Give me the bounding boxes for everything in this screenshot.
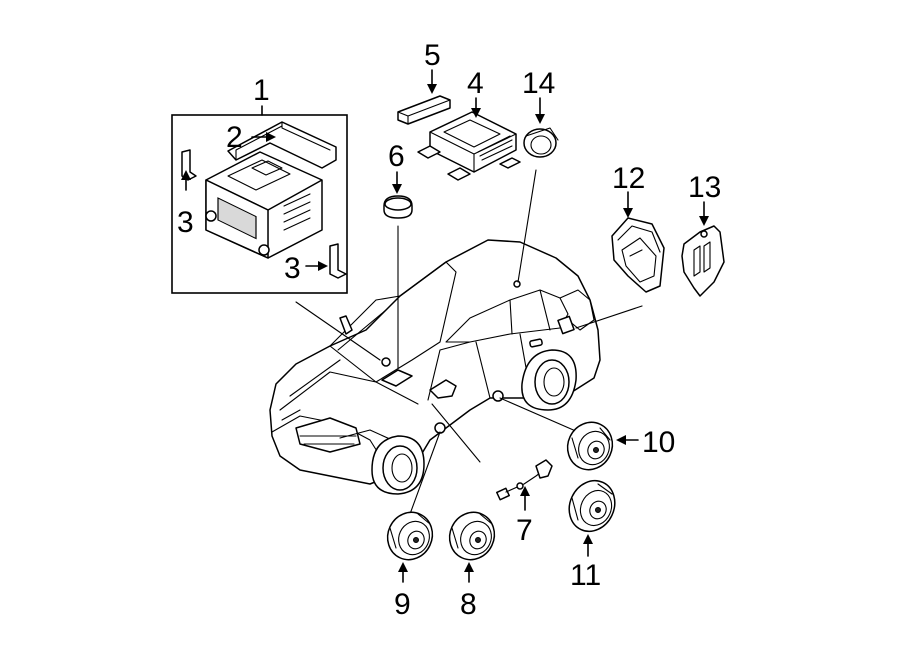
callout-5: 5 [424, 39, 441, 72]
speaker-housing [611, 217, 665, 293]
sunload-sensor [383, 195, 413, 219]
side-bracket-right [329, 243, 347, 279]
callout-9: 9 [394, 588, 411, 621]
vehicle-body [269, 239, 601, 495]
callout-10-arrowhead [616, 435, 626, 445]
rear-door-speaker-11 [568, 479, 616, 533]
callout-12: 12 [612, 162, 645, 195]
callout-6-arrowhead [392, 184, 402, 194]
leader-front-door-speaker [409, 431, 441, 515]
callout-7: 7 [516, 514, 533, 547]
front-door-speaker-9 [386, 511, 434, 561]
callout-3a: 3 [177, 206, 194, 239]
radio-head-unit [205, 151, 323, 259]
callout-11: 11 [570, 559, 601, 592]
callout-8: 8 [460, 588, 477, 621]
callout-3a-arrowhead [181, 170, 191, 180]
leader-radio [295, 301, 381, 361]
callout-2-arrowhead [266, 132, 276, 142]
callout-6: 6 [388, 140, 405, 173]
callout-3b: 3 [284, 252, 301, 285]
callout-4-arrowhead [471, 108, 481, 118]
callout-13-arrowhead [699, 216, 709, 226]
callout-14-arrowhead [535, 114, 545, 124]
callout-8-arrowhead [464, 562, 474, 572]
speaker-bracket [681, 225, 725, 297]
speaker-wire-harness [496, 459, 553, 501]
callout-12-arrowhead [623, 208, 633, 218]
amplifier-module [417, 111, 521, 181]
callout-2: 2 [226, 121, 243, 154]
rear-wheel [521, 349, 577, 411]
callout-7-arrowhead [520, 486, 530, 496]
callout-13: 13 [688, 171, 721, 204]
front-door-speaker-8 [448, 511, 496, 561]
front-wheel [371, 435, 425, 495]
callout-9-arrowhead [398, 562, 408, 572]
rear-door-speaker-10 [566, 421, 614, 471]
callout-4: 4 [467, 67, 484, 100]
callout-10: 10 [642, 426, 675, 459]
leader-rear-door-speaker [499, 397, 579, 433]
foam-pad [397, 95, 451, 125]
callout-5-arrowhead [427, 84, 437, 94]
leader-speaker-housing [575, 305, 643, 329]
callout-14: 14 [522, 67, 555, 100]
leader-harness [431, 403, 481, 463]
radio-unit-group [171, 105, 348, 294]
callout-11-arrowhead [583, 534, 593, 544]
leader-tweeter [517, 169, 537, 283]
callout-1: 1 [253, 74, 270, 107]
callout-3b-arrowhead [318, 261, 328, 271]
tweeter-ring [523, 127, 559, 158]
